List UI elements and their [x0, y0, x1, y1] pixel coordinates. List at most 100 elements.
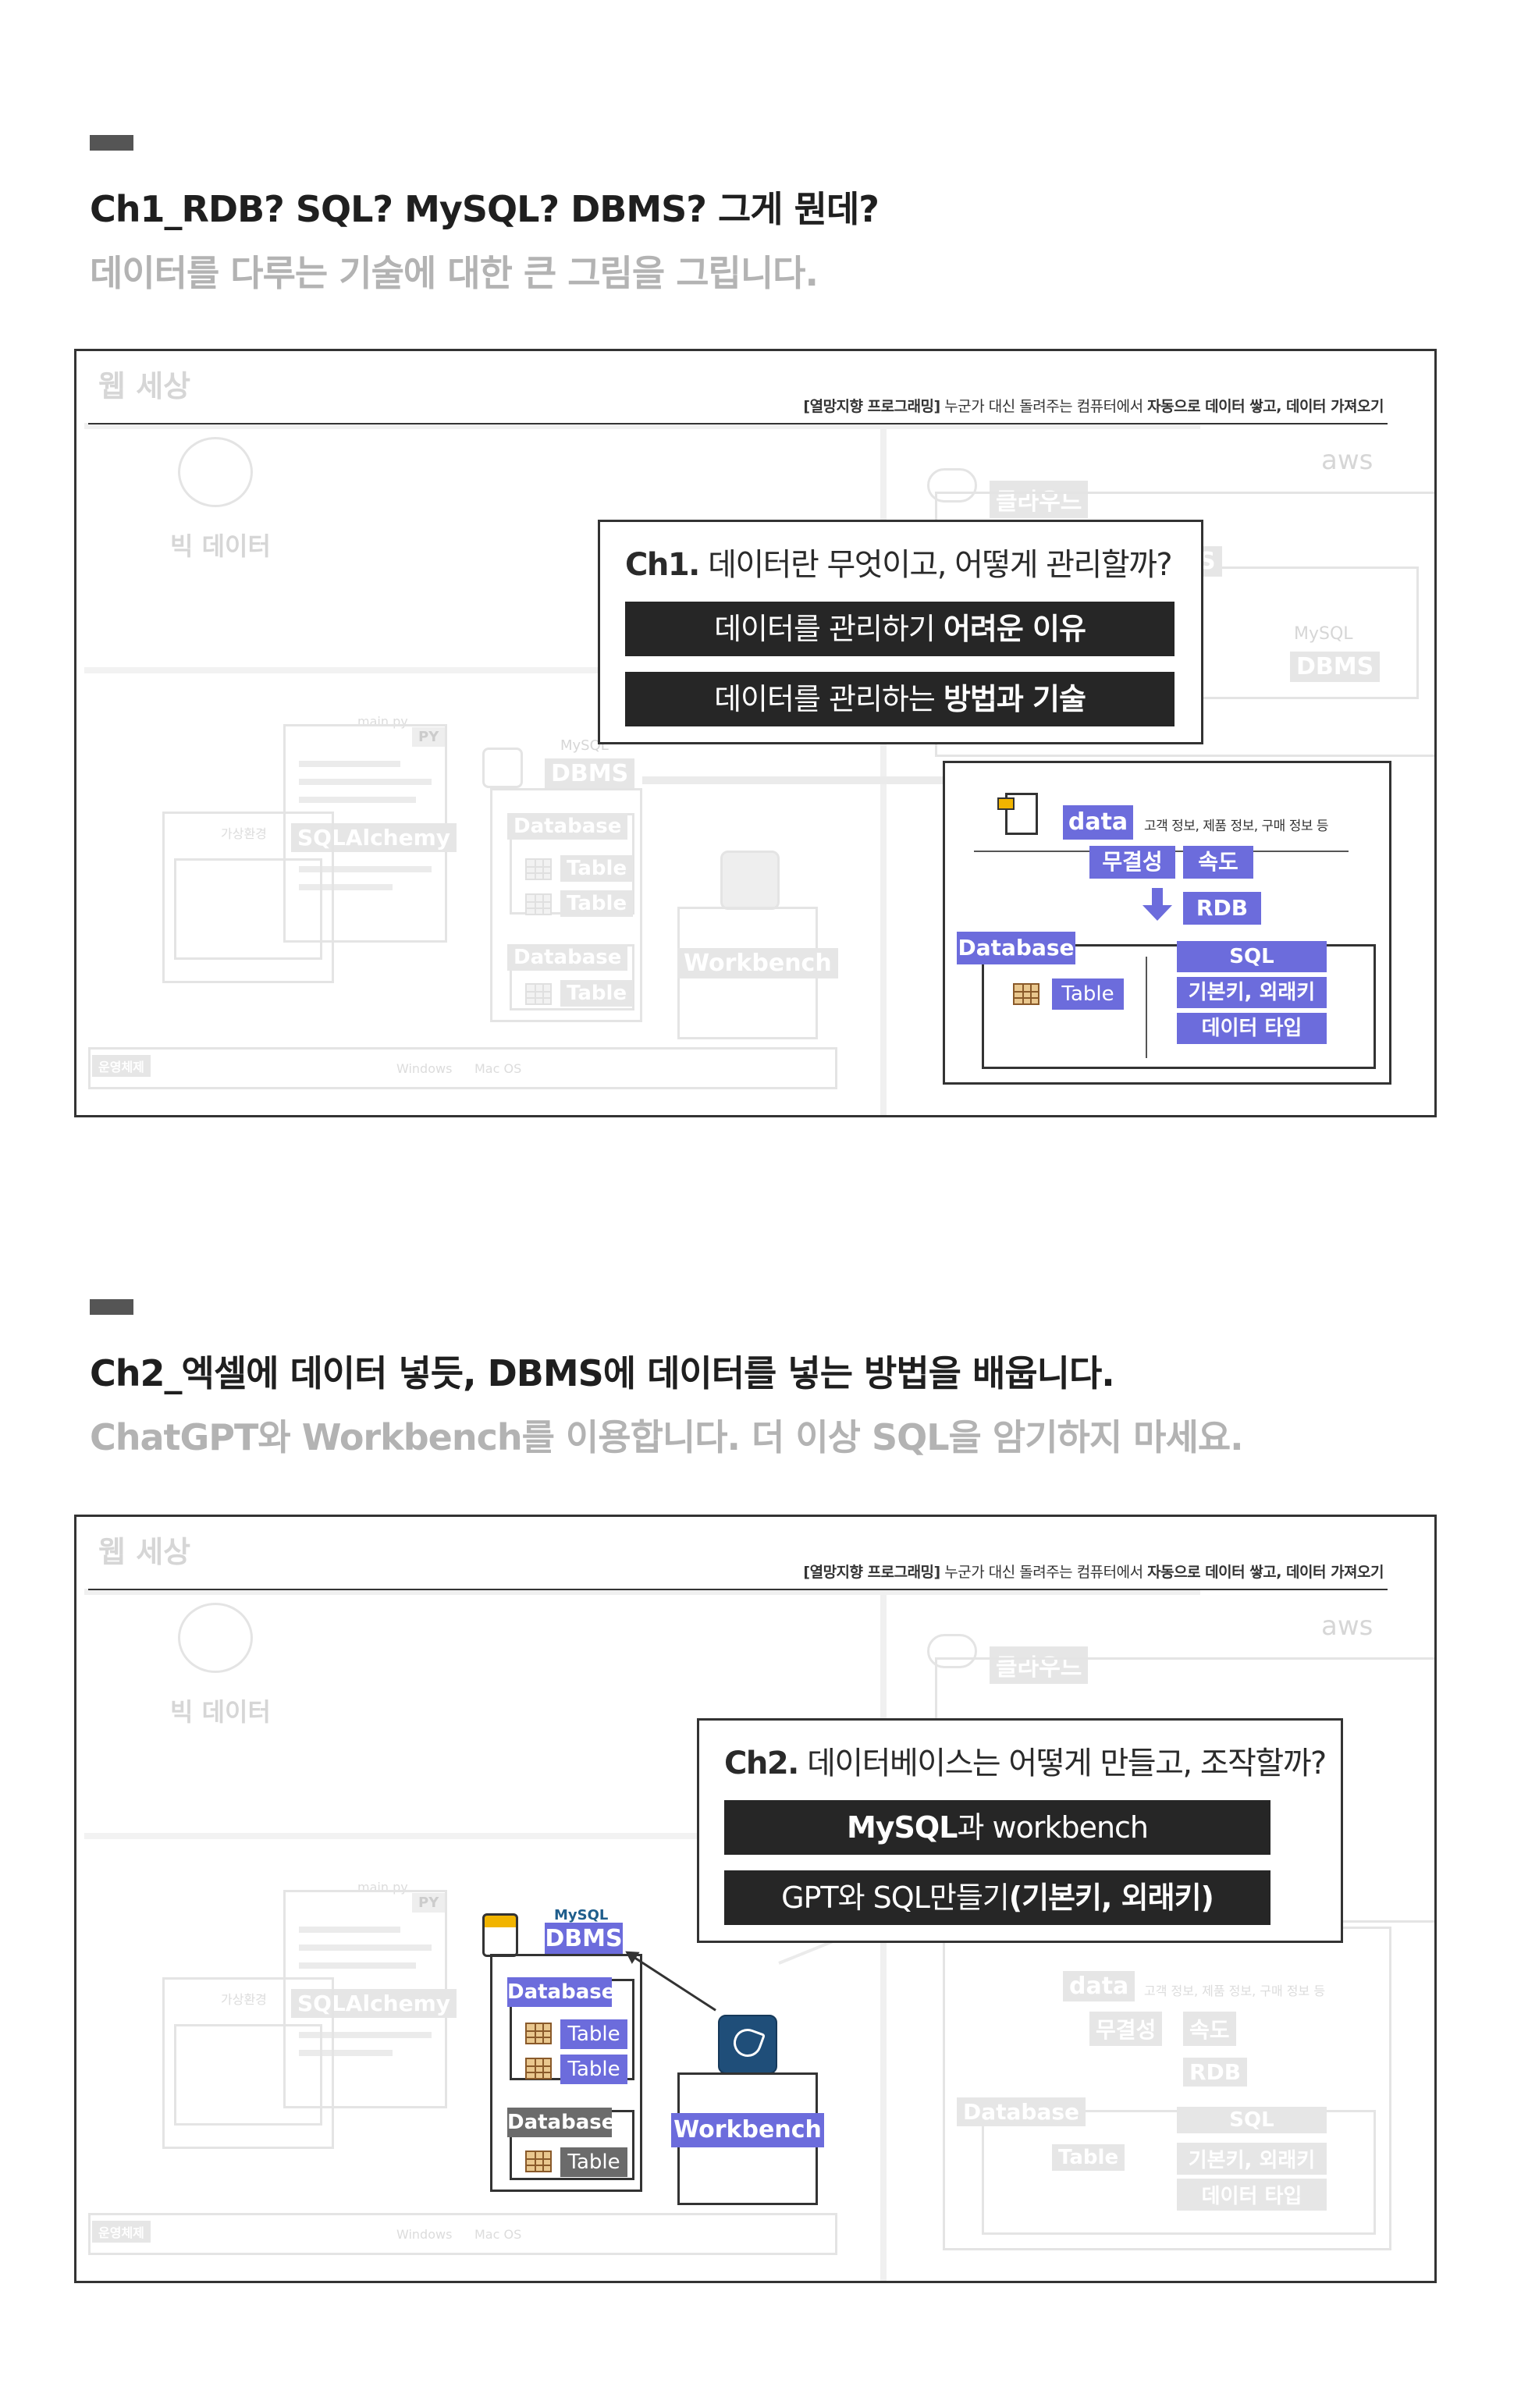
py-badge: PY [412, 727, 446, 747]
os-bar [88, 2213, 837, 2255]
table-label: Table [560, 2147, 627, 2177]
venv-inner [174, 858, 322, 960]
code-line [299, 1945, 432, 1951]
topic-button-methods: 데이터를 관리하는 방법과 기술 [625, 672, 1175, 726]
workbench-icon [720, 851, 780, 910]
rdb-table-label: Table [1052, 2144, 1125, 2171]
table-icon [1013, 983, 1039, 1005]
code-line [299, 1927, 400, 1933]
cloud-mysql-logo: MySQL [1294, 624, 1353, 644]
big-data-label: 빅 데이터 [170, 1697, 271, 1727]
diagram-panel-ch1: 웹 세상 빅 데이터 클라우드 aws S MySQL DBMS main.py… [74, 349, 1437, 1117]
diagram-panel-ch2: 웹 세상 빅 데이터 클라우드 aws main.py PY SQLAlchem… [74, 1515, 1437, 2283]
chapter-callout: Ch2. 데이터베이스는 어떻게 만들고, 조작할까? MySQL과 workb… [697, 1718, 1343, 1943]
big-data-icon [178, 437, 253, 507]
data-description: 고객 정보, 제품 정보, 구매 정보 등 [1144, 1984, 1326, 1998]
panel-header-line [88, 1589, 1388, 1590]
macos-label: Mac OS [474, 1061, 522, 1076]
sqlalchemy-label: SQLAlchemy [291, 823, 457, 852]
section-title: Ch2_엑셀에 데이터 넣듯, DBMS에 데이터를 넣는 방법을 배웁니다. [90, 1352, 1115, 1394]
data-type-label: 데이터 타입 [1177, 1013, 1327, 1044]
cloud-dbms-label: DBMS [1290, 652, 1381, 682]
topic-button-difficulty: 데이터를 관리하기 어려운 이유 [625, 602, 1175, 656]
mysql-logo: MySQL [560, 737, 609, 754]
code-line [299, 797, 416, 803]
section-subtitle: ChatGPT와 Workbench를 이용합니다. 더 이상 SQL을 암기하… [90, 1416, 1244, 1458]
topic-button-mysql-workbench: MySQL과 workbench [724, 1800, 1270, 1855]
database-label: Database [507, 1977, 615, 2007]
code-line [299, 761, 400, 767]
table-icon [525, 858, 552, 880]
web-world-label: 웹 세상 [98, 1535, 191, 1569]
rdb-separator [1146, 957, 1147, 1058]
data-label: data [1063, 1971, 1135, 2001]
divider [880, 423, 887, 1115]
divider [84, 1589, 1200, 1595]
dbms-label: DBMS [545, 758, 635, 789]
panel-header-text: [열망지향 프로그래밍] 누군가 대신 돌려주는 컴퓨터에서 자동으로 데이터 … [803, 1564, 1384, 1581]
web-world-label: 웹 세상 [98, 369, 191, 403]
mysql-logo: MySQL [554, 1907, 609, 1923]
dbms-label: DBMS [545, 1923, 623, 1955]
code-line [299, 866, 432, 872]
callout-title: Ch2. 데이터베이스는 어떻게 만들고, 조작할까? [724, 1746, 1327, 1781]
code-line [299, 1962, 416, 1969]
table-icon [525, 2058, 552, 2079]
venv-label: 가상환경 [221, 826, 267, 841]
section-marker [90, 135, 133, 151]
table-label: Table [560, 2055, 627, 2084]
big-data-label: 빅 데이터 [170, 531, 271, 561]
rdb-label: RDB [1183, 892, 1261, 925]
rdb-database-label: Database [957, 2097, 1086, 2126]
arrow-down-icon [1152, 888, 1163, 907]
integrity-label: 무결성 [1089, 2012, 1163, 2046]
windows-label: Windows [396, 2227, 453, 2242]
code-line [299, 2050, 393, 2056]
table-icon [525, 2023, 552, 2044]
section-marker [90, 1299, 133, 1315]
cloud-icon [927, 468, 977, 503]
os-bar [88, 1047, 837, 1089]
table-icon [525, 2151, 552, 2172]
code-line [299, 884, 393, 890]
workbench-icon [718, 2015, 777, 2074]
code-line [299, 779, 432, 785]
data-description: 고객 정보, 제품 정보, 구매 정보 등 [1144, 819, 1329, 834]
arrow-line [630, 1954, 716, 2012]
data-type-label: 데이터 타입 [1177, 2179, 1327, 2211]
table-label: Table [560, 2019, 627, 2049]
integrity-label: 무결성 [1089, 846, 1175, 879]
panel-header-text: [열망지향 프로그래밍] 누군가 대신 돌려주는 컴퓨터에서 자동으로 데이터 … [803, 398, 1384, 415]
speed-label: 속도 [1183, 846, 1253, 879]
data-label: data [1063, 805, 1133, 840]
section-title: Ch1_RDB? SQL? MySQL? DBMS? 그게 뭔데? [90, 188, 880, 230]
os-label: 운영체제 [92, 2221, 151, 2243]
table-icon [525, 983, 552, 1005]
venv-label: 가상환경 [221, 1992, 267, 2007]
workbench-label: Workbench [671, 2113, 824, 2147]
venv-box [162, 812, 334, 983]
sqlalchemy-label: SQLAlchemy [291, 1989, 457, 2018]
divider [84, 1833, 888, 1839]
panel-header-line [88, 423, 1388, 424]
sql-label: SQL [1177, 941, 1327, 972]
keys-label: 기본키, 외래키 [1177, 977, 1327, 1008]
venv-box [162, 1977, 334, 2149]
venv-inner [174, 2024, 322, 2126]
cloud-icon [927, 1634, 977, 1668]
rdb-table-label: Table [1052, 978, 1124, 1010]
arrow-down-icon-head [1143, 905, 1172, 921]
windows-label: Windows [396, 1061, 453, 1076]
dbms-icon [482, 1913, 518, 1957]
aws-logo: aws [1321, 445, 1374, 476]
database-label: Database [507, 2108, 615, 2137]
py-badge: PY [412, 1893, 446, 1913]
sql-label: SQL [1177, 2107, 1327, 2133]
dbms-box [490, 788, 642, 1022]
table-label: Table [560, 890, 634, 917]
divider [84, 667, 888, 673]
rdb-database-label: Database [957, 932, 1075, 964]
dbms-box [490, 1954, 642, 2192]
keys-label: 기본키, 외래키 [1177, 2143, 1327, 2175]
topic-button-gpt-sql: GPT와 SQL만들기(기본키, 외래키) [724, 1870, 1270, 1925]
